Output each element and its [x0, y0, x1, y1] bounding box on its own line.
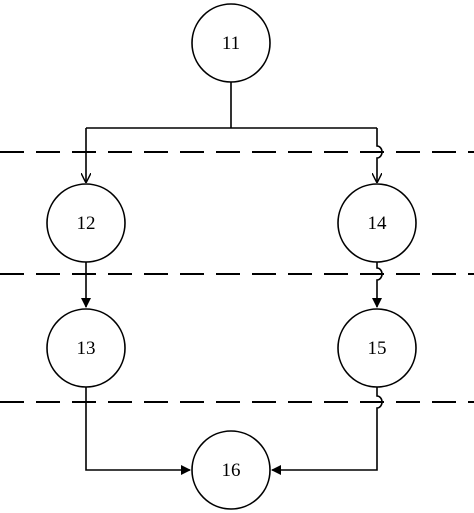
edge-11-split	[86, 82, 377, 129]
node-11-label: 11	[222, 33, 240, 54]
node-11: 11	[191, 3, 271, 83]
edge-14-to-15	[372, 262, 383, 308]
edge-15-to-16	[271, 387, 383, 475]
node-16-label: 16	[222, 460, 241, 481]
node-15: 15	[337, 308, 417, 388]
node-12: 12	[46, 183, 126, 263]
node-14: 14	[337, 183, 417, 263]
node-15-label: 15	[368, 338, 387, 359]
node-14-label: 14	[368, 213, 388, 234]
node-13-label: 13	[77, 338, 96, 359]
edge-13-to-16	[85, 387, 191, 475]
node-13: 13	[46, 308, 126, 388]
node-12-label: 12	[77, 213, 96, 234]
edge-11-to-14	[377, 128, 383, 182]
node-16: 16	[191, 430, 271, 510]
